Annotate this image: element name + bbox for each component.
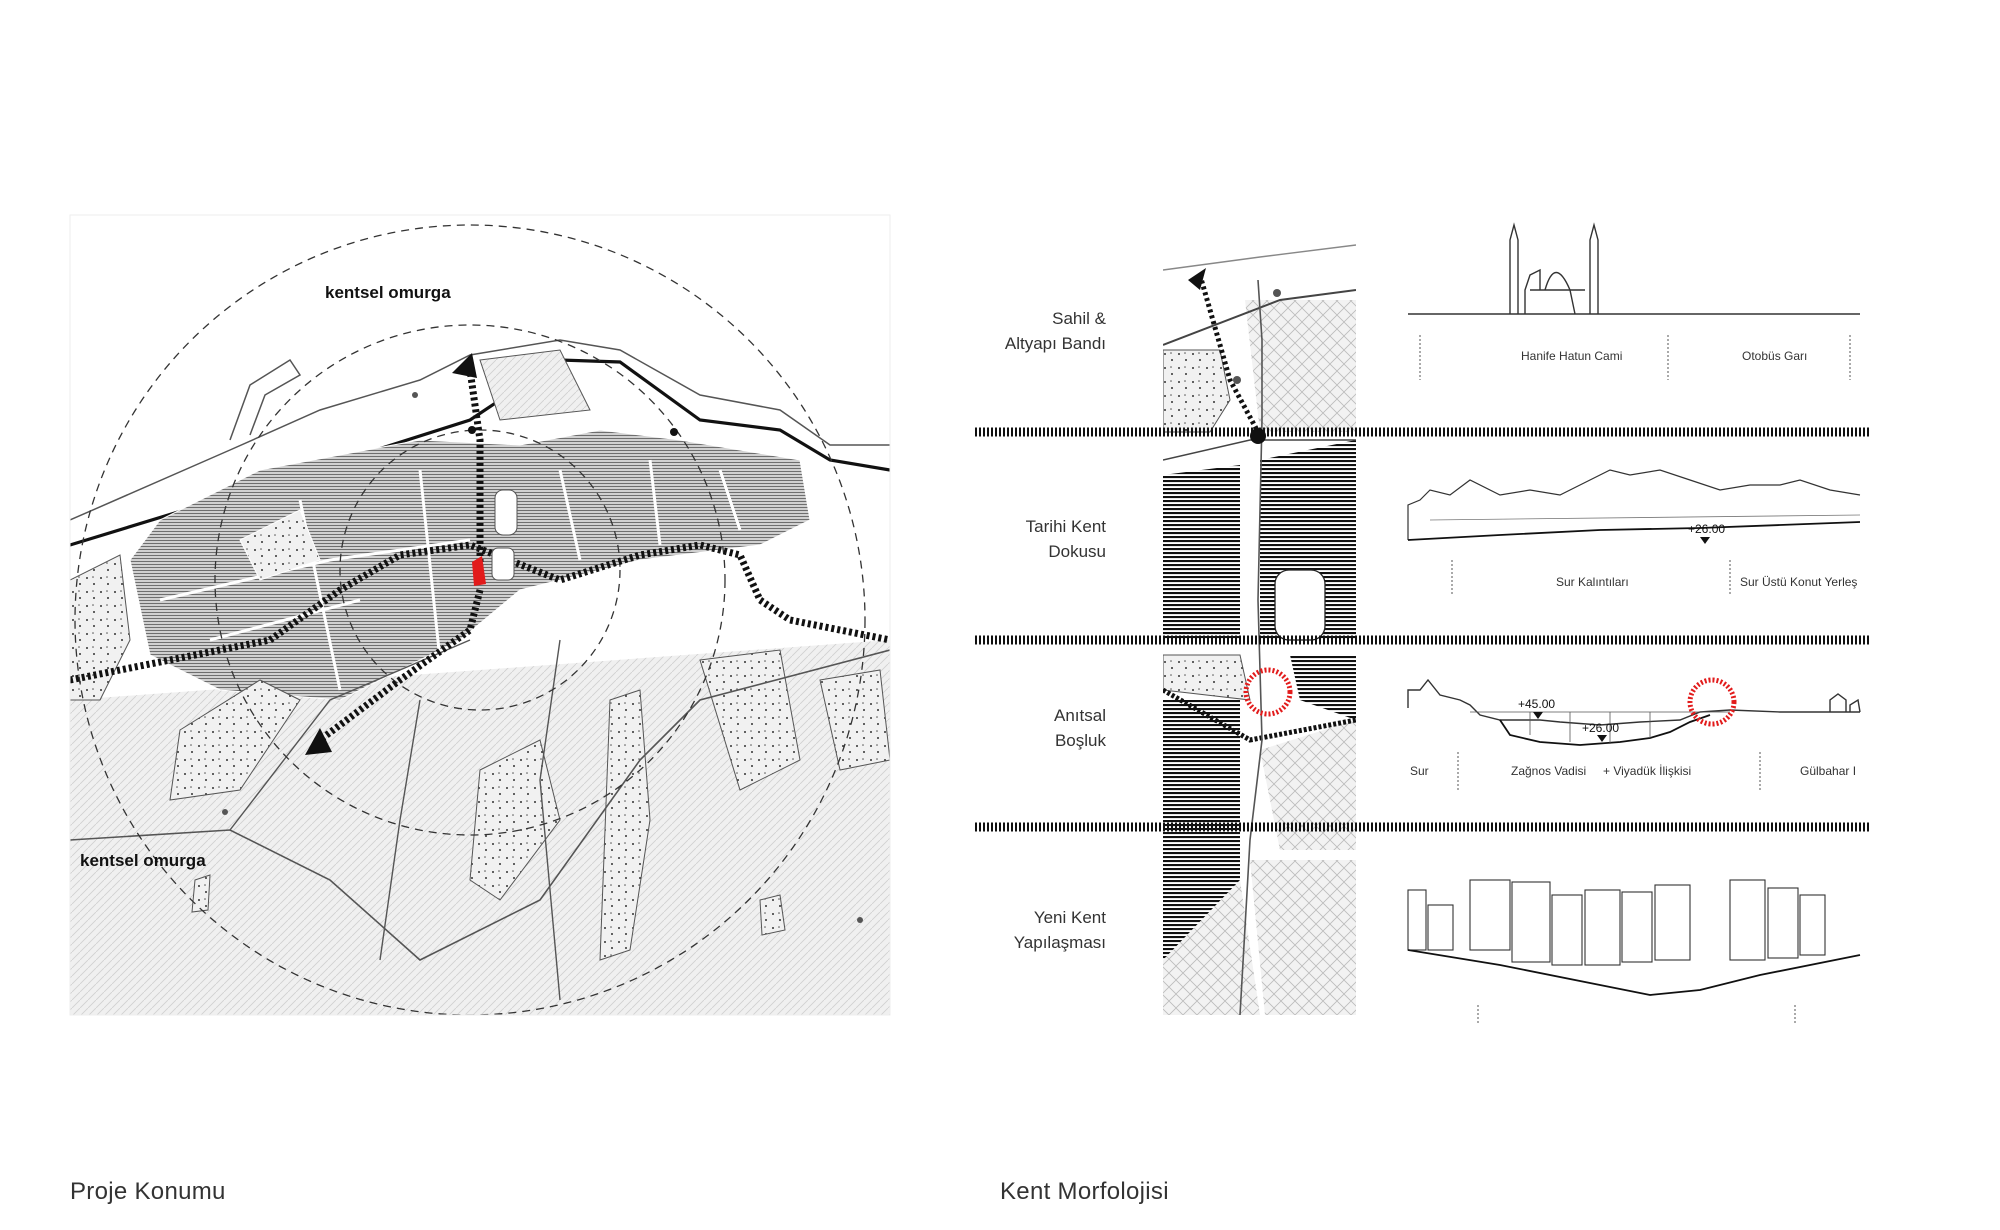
row-label-anitsal: Anıtsal Boşluk (1054, 706, 1106, 750)
label-kentsel-omurga-top: kentsel omurga (325, 283, 451, 302)
label-otobus-gari: Otobüs Garı (1742, 349, 1807, 363)
label-gulbahar: Gülbahar I (1800, 764, 1856, 778)
level-4500-s3: +45.00 (1518, 697, 1555, 711)
site-map (70, 215, 890, 1015)
section-1 (1408, 222, 1860, 315)
label-zagnos-vadisi: Zağnos Vadisi (1511, 764, 1586, 778)
caption-kent-morfolojisi: Kent Morfolojisi (1000, 1178, 1169, 1205)
row-label-tarihi-kent: Tarihi Kent Dokusu (1025, 517, 1106, 561)
label-hanife-hatun-cami: Hanife Hatun Cami (1521, 349, 1622, 363)
section-3 (1407, 678, 1861, 746)
row-label-yeni-kent: Yeni Kent Yapılaşması (1013, 908, 1106, 952)
monumental-void-circle (1243, 667, 1293, 717)
section-4 (1407, 879, 1861, 996)
label-sur-kalintilari: Sur Kalıntıları (1556, 575, 1629, 589)
level-2600-s2: +26.00 (1688, 522, 1725, 536)
label-viyaduk: + Viyadük İlişkisi (1603, 764, 1691, 778)
label-sur-ustu: Sur Üstü Konut Yerleş (1740, 575, 1857, 589)
label-sur: Sur (1410, 764, 1429, 778)
caption-proje-konumu: Proje Konumu (70, 1178, 226, 1205)
label-kentsel-omurga-bottom: kentsel omurga (80, 851, 206, 870)
project-site-marker (472, 556, 486, 586)
band-separators (975, 427, 1870, 832)
row-label-sahil: Sahil & Altyapı Bandı (1004, 309, 1106, 353)
morphology-strip-map (1163, 235, 1356, 1015)
section-2 (1407, 469, 1861, 541)
level-2600-s3: +26.00 (1582, 721, 1619, 735)
